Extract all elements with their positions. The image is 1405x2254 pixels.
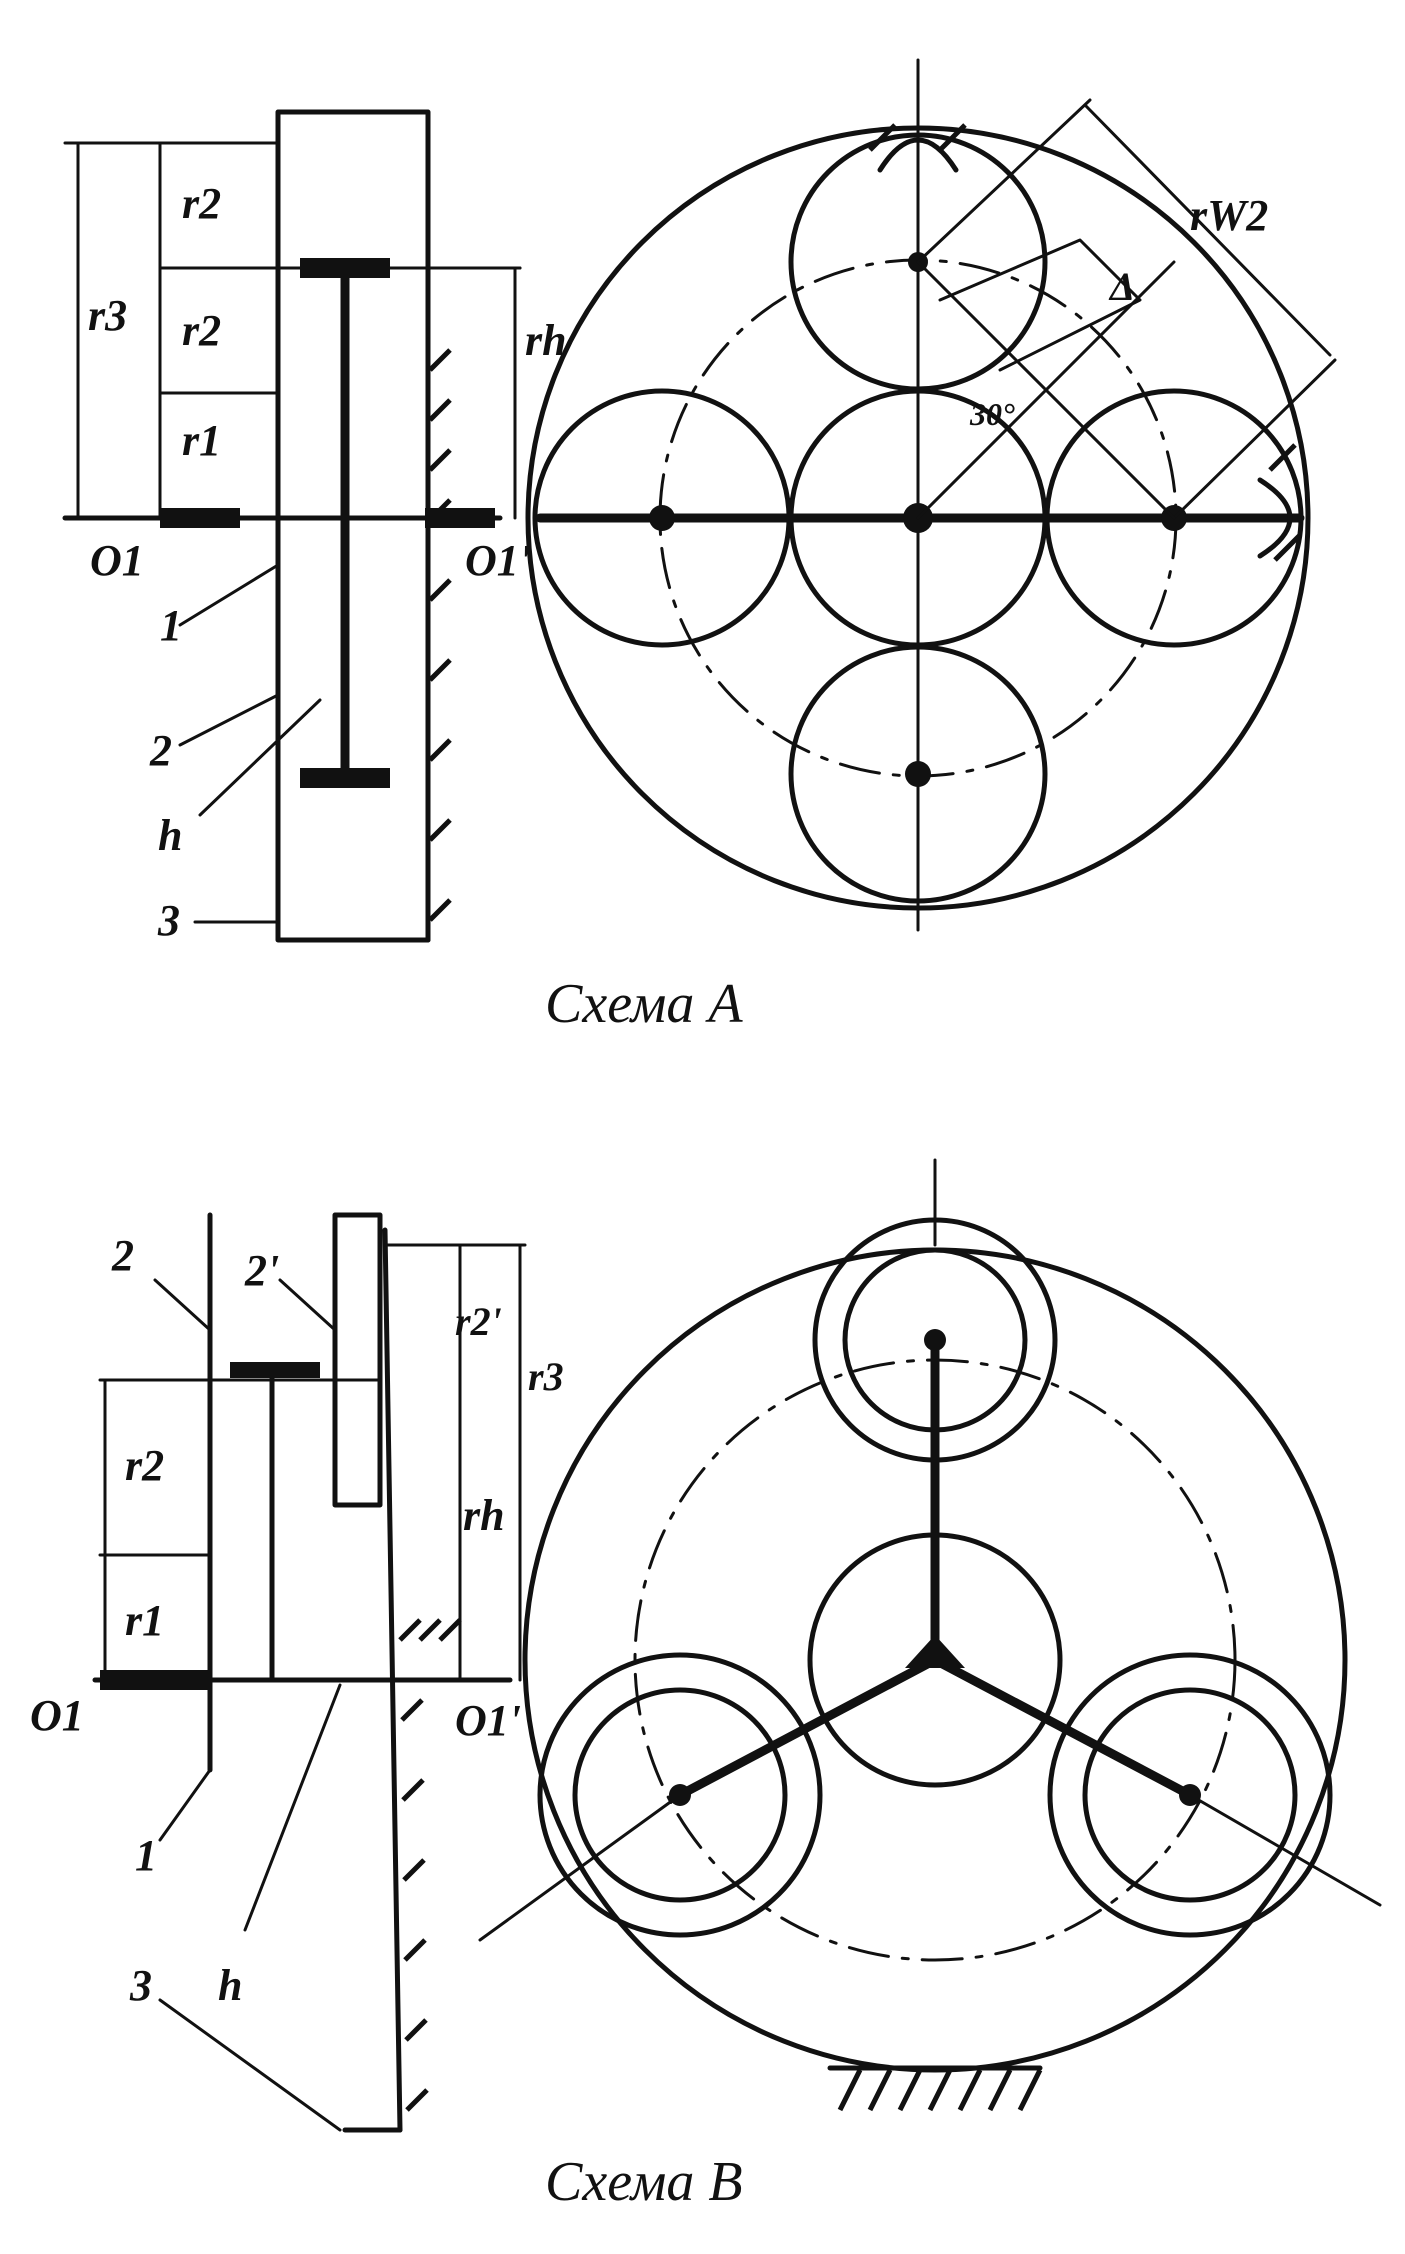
planet-2-left-inner [572,1687,788,1903]
ground-hatch-b-front [837,2068,1043,2112]
label-r2-mid: r2 [182,306,221,355]
node-right-b [1179,1784,1201,1806]
scheme-b-side-view: 2 2' r2' r3 r2 rh r1 O1 O1' 1 h 3 [30,1212,564,2133]
leader-link-2-prime-b [278,1278,337,1332]
planet-2-right-inner [1082,1687,1298,1903]
node-top-b [924,1329,946,1351]
label-r2-top: r2 [182,179,221,228]
leader-link-2-b [153,1278,212,1332]
label-link-1: 1 [160,601,182,650]
leader-link-2 [178,693,280,747]
bearing-o1-b [100,1670,210,1690]
gear-2-prime [332,1212,383,1508]
axis-ray-left-b [478,1793,682,1942]
label-link-2: 2 [149,726,172,775]
scheme-b-front-view [478,1158,1382,2112]
node-left-b [669,1784,691,1806]
label-rh-b: rh [463,1491,505,1540]
planet-bearing-b [230,1362,320,1378]
axis-ray-right-b [1188,1793,1382,1907]
planet-2-left-outer [537,1652,823,1938]
label-link-h: h [158,811,182,860]
label-angle: 30° [969,396,1015,432]
label-r1-b: r1 [125,1596,164,1645]
dim-rw2-ext-bottom [1172,358,1337,520]
carrier-arm-right-b [930,1655,1195,1800]
label-link-3: 3 [157,896,180,945]
label-delta: Δ [1108,264,1135,309]
ground-hatch-b [398,1618,462,2112]
scheme-a-front-view: rW2 Δ 30° [525,58,1337,932]
ground-symbol-right-a [1257,443,1302,562]
label-r1: r1 [182,416,221,465]
label-r3-b: r3 [528,1354,564,1399]
dim-rw2-line [1083,103,1332,357]
label-o1: O1 [90,536,144,585]
label-r2-prime-b: r2' [455,1299,502,1344]
delta-dimension-box [938,238,1142,372]
center-node-b [905,1635,965,1668]
leader-link-h-b [243,1683,342,1932]
ground-symbol-top-a [868,123,967,173]
label-o1-b: O1 [30,1691,84,1740]
bearing-hatch-o1 [160,508,240,528]
label-link-2-b: 2 [111,1231,134,1280]
leader-link-1 [178,563,280,627]
node-left-a [649,505,675,531]
label-r3: r3 [88,291,127,340]
leader-link-h [198,698,322,817]
ring-gear-3-body [275,109,431,943]
leader-link-3-b [158,1998,342,2132]
planet-bearing-bottom [300,768,390,788]
label-link-1-b: 1 [135,1831,157,1880]
bearing-o1-prime [425,508,495,528]
planet-2-right-outer [1047,1652,1333,1938]
leader-link-1-b [158,1768,212,1842]
label-o1-prime-b: O1' [455,1696,521,1745]
node-bottom-a [905,761,931,787]
label-link-3-b: 3 [129,1961,152,2010]
label-o1-prime: O1' [465,536,531,585]
label-rh: rh [525,316,567,365]
label-link-2-prime-b: 2' [244,1246,279,1295]
carrier-arm-left-b [675,1655,940,1800]
ground-hatch-a [428,348,452,922]
angle-ray-diag [916,260,1176,520]
label-link-h-b: h [218,1961,242,2010]
label-rw2: rW2 [1190,191,1268,240]
label-r2-b: r2 [125,1441,164,1490]
dim-rw2-ext-top [916,98,1092,264]
scheme-a-side-view: r2 r2 r1 r3 rh O1 O1' 1 2 h 3 [62,109,567,945]
caption-scheme-b: Схема B [545,2151,743,2213]
caption-scheme-a: Схема A [545,973,743,1035]
